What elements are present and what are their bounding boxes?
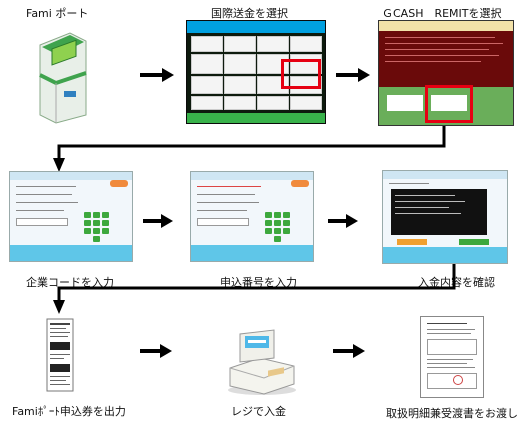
application-ticket-image: [46, 318, 74, 392]
company-code-screen-thumbnail: [9, 171, 133, 262]
arrow-right-icon: [336, 68, 370, 82]
arrow-right-icon: [333, 344, 365, 358]
step-label-receive-receipt: 取扱明細兼受渡書をお渡し: [386, 407, 518, 420]
step-label-confirm-deposit: 入金内容を確認: [418, 276, 495, 289]
arrow-down-connector-icon: [53, 264, 456, 314]
fami-port-kiosk-image: [39, 32, 87, 124]
menu-screen-thumbnail: [186, 20, 326, 124]
step-label-fami-port: Fami ポート: [26, 7, 89, 20]
step-label-pay-at-register: レジで入金: [231, 405, 286, 418]
highlight-box: [281, 59, 321, 89]
gcash-screen-thumbnail: [378, 20, 514, 126]
cash-register-image: [228, 329, 296, 395]
arrow-right-icon: [140, 344, 172, 358]
step-label-enter-application-number: 申込番号を入力: [220, 276, 297, 289]
arrow-right-icon: [143, 214, 173, 228]
receipt-document-image: [420, 316, 484, 398]
step-label-output-ticket: Famiﾎﾟｰﾄ申込券を出力: [12, 405, 126, 418]
highlight-box: [425, 85, 473, 123]
arrow-down-connector-icon: [53, 126, 446, 172]
step-label-enter-company-code: 企業コードを入力: [26, 276, 114, 289]
arrow-right-icon: [328, 214, 358, 228]
confirm-deposit-screen-thumbnail: [382, 170, 508, 264]
arrow-right-icon: [140, 68, 174, 82]
step-label-select-intl-remittance: 国際送金を選択: [211, 7, 288, 20]
step-label-select-gcash: ＧCASH REMITを選択: [382, 7, 502, 20]
application-number-screen-thumbnail: [190, 171, 314, 262]
